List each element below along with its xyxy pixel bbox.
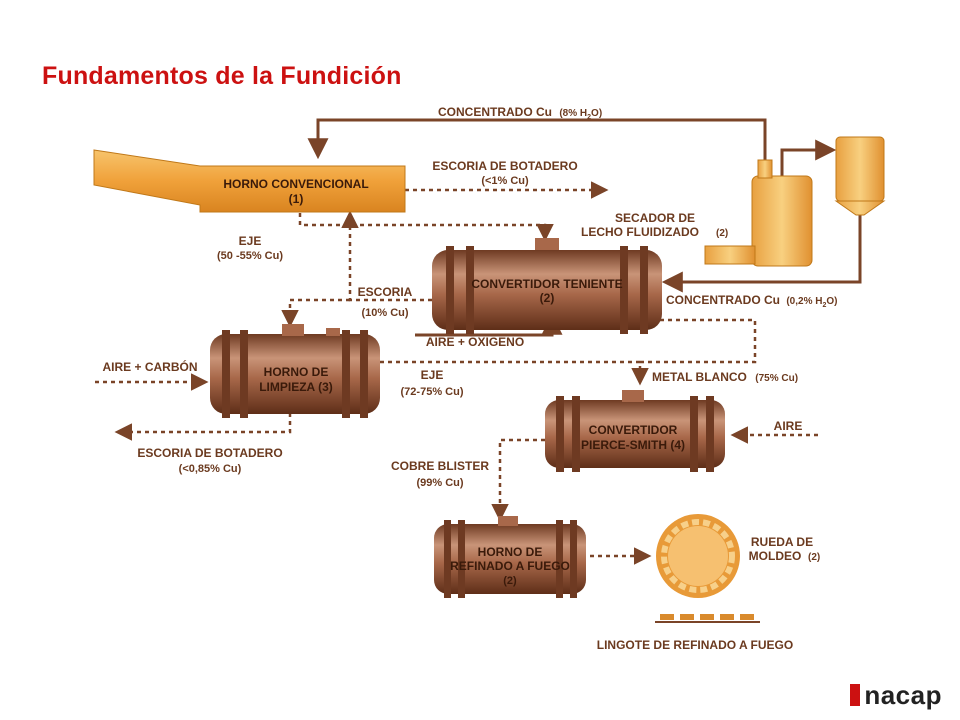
label-secador-2: LECHO FLUIDIZADO [581, 225, 699, 239]
secador-lecho-fluidizado [704, 136, 886, 267]
label-rueda-moldeo-2: MOLDEO [749, 549, 802, 563]
horno-limpieza-num: LIMPIEZA (3) [259, 380, 333, 394]
label-cobre-blister: COBRE BLISTER [391, 459, 489, 473]
label-secador-1: SECADOR DE [615, 211, 695, 225]
horno-refinado-fuego: HORNO DE REFINADO A FUEGO (2) [434, 516, 586, 598]
arrow-dryer-to-cyclone [780, 139, 837, 176]
convertidor-pierce-smith: CONVERTIDOR PIERCE-SMITH (4) [545, 390, 725, 472]
rueda-moldeo [656, 514, 740, 598]
label-secador-num: (2) [716, 228, 728, 239]
horno-convencional-label: HORNO CONVENCIONAL [223, 177, 368, 191]
inacap-logo: nacap [850, 680, 942, 710]
horno-refinado-label-2: REFINADO A FUEGO [450, 559, 570, 573]
label-concentrado-top: CONCENTRADO Cu (8% H2O) [438, 105, 602, 121]
arrow-metal-blanco [640, 318, 757, 364]
label-eje-1: EJE [239, 234, 262, 248]
horno-refinado-label-1: HORNO DE [478, 545, 543, 559]
label-aire-oxigeno: AIRE + OXIGENO [426, 335, 524, 349]
slide-title: Fundamentos de la Fundición [42, 62, 402, 90]
arrow-escoria-botadero-2 [114, 413, 292, 441]
label-aire: AIRE [774, 419, 803, 433]
convertidor-ps-num: PIERCE-SMITH (4) [581, 438, 685, 452]
label-eje-2-pct: (72-75% Cu) [401, 386, 464, 398]
label-eje-2: EJE [421, 368, 444, 382]
arrow-concentrado-to-horno [307, 118, 767, 160]
label-escoria-botadero-2: ESCORIA DE BOTADERO [137, 446, 282, 460]
horno-limpieza: HORNO DE LIMPIEZA (3) [210, 324, 380, 418]
label-rueda-num: (2) [808, 552, 820, 563]
label-eje-1-pct: (50 -55% Cu) [217, 250, 283, 262]
lingotes [655, 614, 760, 623]
label-metal-blanco: METAL BLANCO (75% Cu) [652, 370, 798, 384]
label-lingote: LINGOTE DE REFINADO A FUEGO [597, 638, 793, 652]
arrow-concentrado-to-teniente [661, 210, 862, 293]
logo-text: nacap [864, 679, 942, 710]
arrow-eje-limpieza [380, 360, 649, 386]
label-cobre-blister-pct: (99% Cu) [416, 477, 463, 489]
convertidor-ps-label: CONVERTIDOR [589, 423, 678, 437]
flow-lines [95, 118, 862, 565]
label-escoria-botadero-2-pct: (<0,85% Cu) [179, 463, 242, 475]
arrow-escoria-to-limpieza [281, 298, 350, 328]
logo-mark [850, 684, 861, 706]
convertidor-teniente-num: (2) [540, 291, 555, 305]
label-escoria-2-pct: (10% Cu) [361, 307, 408, 319]
horno-refinado-num: (2) [503, 575, 517, 587]
horno-convencional: HORNO CONVENCIONAL (1) [93, 149, 406, 213]
label-rueda-moldeo-1: RUEDA DE [751, 535, 813, 549]
convertidor-teniente-label: CONVERTIDOR TENIENTE [471, 277, 622, 291]
horno-limpieza-label: HORNO DE [264, 365, 329, 379]
label-escoria-2: ESCORIA [358, 285, 413, 299]
arrow-eje-to-teniente [298, 213, 554, 242]
label-aire-carbon: AIRE + CARBÓN [102, 359, 197, 374]
label-escoria-botadero-1-pct: (<1% Cu) [481, 175, 529, 187]
label-concentrado-2: CONCENTRADO Cu (0,2% H2O) [666, 293, 837, 309]
arrow-cobre-blister [491, 438, 545, 522]
convertidor-teniente: CONVERTIDOR TENIENTE (2) [432, 238, 662, 334]
horno-convencional-num: (1) [289, 192, 304, 206]
label-escoria-botadero-1: ESCORIA DE BOTADERO [432, 159, 577, 173]
